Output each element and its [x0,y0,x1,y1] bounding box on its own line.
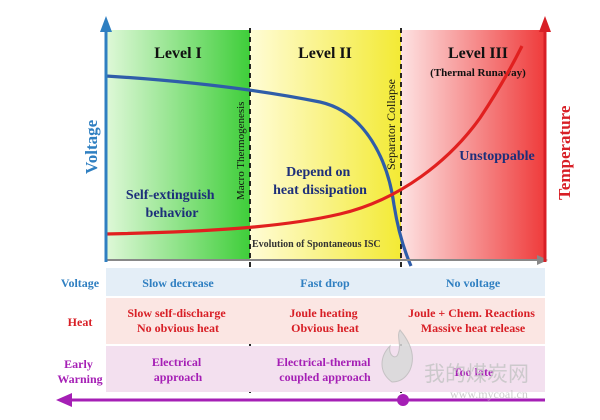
temperature-axis-arrowhead [539,16,551,32]
level-2-note: Depend on heat dissipation [273,165,367,198]
watermark-url: www.mycoal.cn [450,387,528,401]
level-3-subtitle: (Thermal Runaway) [430,67,526,79]
heat-cell-level3: Joule + Chem. Reactions Massive heat rel… [408,306,538,335]
level-3-note: Unstoppable [459,149,534,164]
voltage-cell-level2: Fast drop [300,276,350,290]
x-axis-arrowhead [537,255,548,265]
level-1-note: Self-extinguish behavior [126,188,218,221]
level-3-region [401,30,545,260]
voltage-axis-arrowhead [100,16,112,32]
x-axis-caption: Evolution of Spontaneous ISC [252,239,381,250]
level-1-title: Level I [154,45,202,62]
voltage-cell-level1: Slow decrease [142,276,214,290]
warning-cell-level3: Too late [453,365,494,379]
warning-cell-level2: Electrical-thermal coupled approach [277,355,374,384]
voltage-row-bg [106,268,545,296]
watermark: 我的煤炭网 www.mycoal.cn [381,329,529,401]
warning-cell-level1: Electrical approach [152,355,204,384]
temperature-curve [105,45,524,236]
separator-collapse-label: Separator Collapse [384,79,398,170]
heat-cell-level2: Joule heating Obvious heat [289,306,360,335]
temperature-axis-label: Temperature [555,105,574,200]
warning-row-bg [106,346,545,392]
level-3-title: Level III [448,45,508,62]
heat-cell-level1: Slow self-discharge No obvious heat [127,306,228,335]
voltage-cell-level3: No voltage [446,276,501,290]
watermark-cn: 我的煤炭网 [424,362,529,386]
timeline-marker [397,394,409,406]
macro-thermogenesis-label: Macro Thermogenesis [235,102,247,200]
heat-row-bg [106,298,545,344]
row-label-warning: Early Warning [57,357,102,386]
timeline-arrowhead [56,393,72,407]
voltage-axis-label: Voltage [82,119,101,174]
level-1-region [106,30,250,260]
row-label-voltage: Voltage [61,276,100,290]
voltage-curve [105,74,413,267]
level-2-title: Level II [298,45,352,62]
row-label-heat: Heat [68,315,93,329]
watermark-flame-icon [381,329,413,383]
